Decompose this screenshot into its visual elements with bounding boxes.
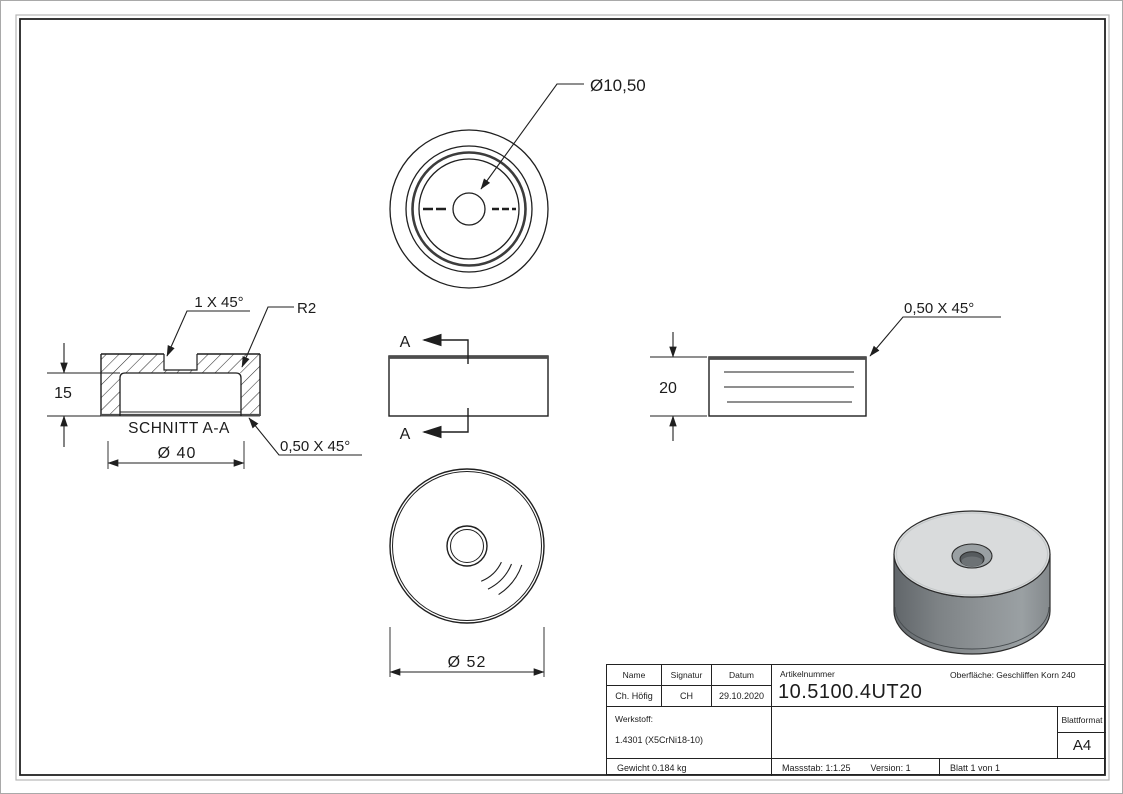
blattformat-value: A4 (1072, 737, 1092, 754)
artikelnummer-label: Artikelnummer (780, 669, 835, 679)
inner-circle (418, 158, 520, 260)
sheet-shadow (15, 14, 1110, 781)
dia40-label: Ø 40 (158, 445, 197, 462)
sheet-frame (15, 14, 1110, 781)
werkstoff-cell: Werkstoff: 1.4301 (X5CrNi18-10) (607, 707, 772, 759)
version-text: Version: 1 (870, 762, 911, 773)
top-view: Ø10,50 (389, 76, 646, 289)
empty-cell (772, 707, 1058, 759)
depth-label: 15 (54, 385, 72, 402)
side-view: A A (388, 333, 549, 443)
blattformat-label-cell: Blattformat (1058, 707, 1106, 733)
werkstoff-label: Werkstoff: (615, 714, 653, 724)
chamfer-bottom-label: 0,50 X 45° (280, 438, 350, 455)
section-view: 15 1 X 45° R2 SCHNITT A-A Ø 40 0,50 X 45… (47, 294, 362, 469)
radius-label: R2 (297, 300, 316, 317)
hole-dia-label: Ø10,50 (590, 76, 646, 95)
datum-value-cell: 29.10.2020 (712, 686, 772, 707)
outer-circle (389, 129, 549, 289)
name-label: Name (622, 670, 646, 680)
massstab-cell: Massstab: 1:1.25 Version: 1 (772, 759, 940, 776)
cut-label-bottom: A (400, 426, 411, 443)
cut-line-bottom (422, 408, 469, 439)
cavity-outline (119, 372, 242, 416)
hatch-area (101, 354, 260, 416)
surface-arc-3 (498, 564, 523, 596)
second-circle (405, 145, 533, 273)
datum-value: 29.10.2020 (718, 691, 765, 701)
hole-leader-line (480, 83, 584, 190)
section-title: SCHNITT A-A (128, 420, 230, 437)
blatt-cell: Blatt 1 von 1 (940, 759, 1106, 776)
sheet-border (19, 18, 1106, 776)
cut-label-top: A (400, 334, 411, 351)
height-label: 20 (659, 380, 677, 397)
massstab-text: Massstab: 1:1.25 (782, 762, 851, 773)
blatt-text: Blatt 1 von 1 (950, 762, 1001, 773)
iso-view (893, 510, 1051, 655)
name-value: Ch. Höfig (615, 691, 653, 701)
bottom-view: Ø 52 (389, 468, 545, 677)
artikelnummer-cell: Artikelnummer 10.5100.4UT20 Oberfläche: … (772, 665, 1106, 707)
blattformat-value-cell: A4 (1058, 733, 1106, 759)
dia52-label: Ø 52 (448, 654, 487, 671)
radius-leader (241, 306, 294, 368)
iso-top-rim (896, 512, 1048, 596)
oberflaeche-text: Oberfläche: Geschliffen Korn 240 (950, 670, 1076, 680)
bottom-hole-circle (446, 525, 488, 567)
iso-bottom-chamfer-line (894, 606, 1050, 650)
surface-lines (724, 371, 854, 403)
iso-hole-bottom (961, 556, 983, 567)
name-value-cell: Ch. Höfig (607, 686, 662, 707)
height-extension-lines (650, 356, 707, 417)
gewicht-text: Gewicht 0.184 kg (617, 762, 687, 773)
bottom-outer-circle (389, 468, 545, 624)
signatur-label-cell: Signatur (662, 665, 712, 686)
right-view: 20 0,50 X 45° (650, 300, 1001, 441)
surface-arc-2 (487, 563, 513, 590)
title-block: Name Signatur Datum Ch. Höfig CH 29.10.2… (606, 664, 1106, 776)
signatur-value-cell: CH (662, 686, 712, 707)
name-label-cell: Name (607, 665, 662, 686)
datum-label-cell: Datum (712, 665, 772, 686)
blattformat-label: Blattformat (1061, 714, 1103, 725)
cut-line-top (422, 333, 469, 364)
artikelnummer-value: 10.5100.4UT20 (778, 681, 923, 703)
gewicht-cell: Gewicht 0.184 kg (607, 759, 772, 776)
center-hole-circle (452, 192, 486, 226)
depth-extension-lines (47, 372, 120, 417)
signatur-value: CH (680, 691, 693, 701)
chamfer-top-leader (166, 310, 250, 357)
chamfer-bottom-leader (248, 417, 362, 456)
notch-outline (163, 354, 198, 371)
surface-arc-1 (480, 561, 502, 582)
thick-edge-circle (411, 151, 527, 267)
signatur-label: Signatur (670, 670, 703, 680)
datum-label: Datum (728, 670, 755, 680)
right-chamfer-label: 0,50 X 45° (904, 300, 974, 317)
right-chamfer-leader (869, 316, 1001, 357)
side-edges (100, 354, 261, 416)
chamfer-top-label: 1 X 45° (194, 294, 243, 311)
bottom-hole-inner-circle (450, 529, 484, 563)
werkstoff-value: 1.4301 (X5CrNi18-10) (615, 735, 704, 745)
bottom-chamfer-circle (392, 471, 542, 621)
